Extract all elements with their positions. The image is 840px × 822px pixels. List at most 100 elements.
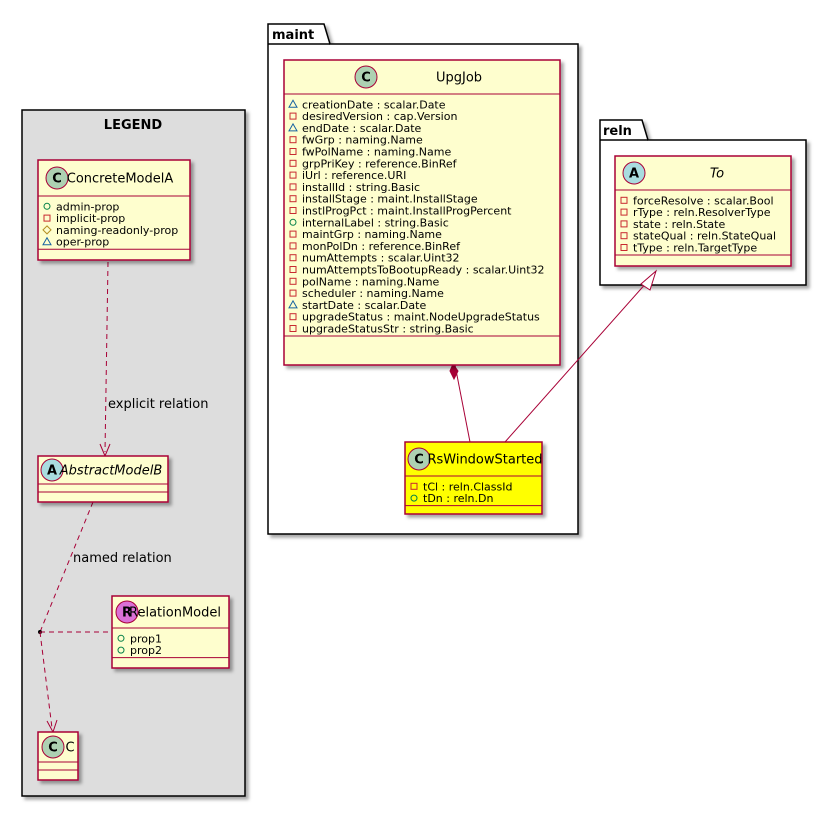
class-upgjob-attr: fwPolName : naming.Name: [302, 146, 451, 159]
inheritance-line: [504, 280, 649, 443]
class-upgjob-attr-visibility-icon: [288, 99, 298, 108]
class-upgjob-attr: desiredVersion : cap.Version: [302, 110, 457, 123]
class-upgjob: C UpgJob creationDate : scalar.Datedesired…: [283, 59, 561, 366]
class-c-stereotype-icon: [41, 735, 65, 759]
class-upgjob-attr-visibility-icon: [289, 148, 297, 155]
class-rs-window-started-name: RsWindowStarted: [427, 453, 542, 468]
class-abstract-model-b-stereotype-icon: [40, 458, 64, 482]
class-concrete-model-a-attr-visibility-icon: [43, 202, 51, 210]
class-rs-window-started-attr-visibility-icon: [410, 494, 418, 502]
relation-to-c-line: [39, 631, 53, 729]
class-to-attr-visibility-icon: [620, 232, 628, 240]
class-upgjob-attr: startDate : scalar.Date: [302, 299, 426, 312]
class-rs-window-started-stereotype-icon: [407, 447, 431, 471]
class-concrete-model-a-name: ConcreteModelA: [67, 172, 174, 187]
class-upgjob-attr: instlProgPct : maint.InstallProgPercent: [302, 205, 512, 218]
class-upgjob-name: UpgJob: [436, 71, 482, 86]
class-abstract-model-b-name: AbstractModelB: [59, 464, 163, 479]
class-to-stereotype-letter: A: [629, 167, 639, 182]
class-upgjob-attr-visibility-icon: [289, 266, 297, 273]
class-rs-window-started-attr-visibility-icon: [410, 482, 418, 490]
class-concrete-model-a-attr: naming-readonly-prop: [56, 224, 178, 237]
class-to-attr: state : reln.State: [633, 218, 725, 231]
class-upgjob-attr-visibility-icon: [289, 207, 297, 214]
class-relation-model-name: RelationModel: [129, 606, 221, 621]
class-to-name: To: [710, 167, 724, 182]
class-to-attr: rType : reln.ResolverType: [633, 206, 771, 219]
maint-package-label: maint: [272, 28, 314, 43]
class-upgjob-attr: scheduler : naming.Name: [302, 287, 444, 300]
legend-title: LEGEND: [104, 118, 163, 133]
class-upgjob-attr-visibility-icon: [289, 242, 297, 250]
class-to-attr-visibility-icon: [620, 244, 628, 251]
class-relation-model-attr-visibility-icon: [117, 646, 125, 654]
class-to-attr-visibility-icon: [620, 208, 628, 216]
composition-diamond: [449, 362, 459, 381]
class-relation-model-stereotype-icon: [115, 600, 139, 624]
class-concrete-model-a: C ConcreteModelA admin-propimplicit-propna…: [37, 159, 191, 261]
inheritance-triangle: [640, 269, 658, 291]
class-upgjob-attr: fwGrp : naming.Name: [302, 134, 423, 147]
class-relation-model-attr: prop2: [130, 644, 162, 657]
class-c-stereotype-letter: C: [48, 741, 58, 756]
class-upgjob-attr-visibility-icon: [288, 122, 298, 132]
class-upgjob-attr: installStage : maint.InstallStage: [302, 193, 478, 206]
reln-package-label: reln: [603, 124, 632, 139]
class-relation-model-attr: prop1: [130, 632, 162, 645]
class-concrete-model-a-attr: oper-prop: [56, 236, 109, 249]
class-upgjob-attr-visibility-icon: [289, 195, 297, 203]
class-upgjob-stereotype-icon: [354, 65, 378, 89]
class-upgjob-attr-visibility-icon: [289, 218, 297, 226]
class-upgjob-attr-visibility-icon: [289, 277, 297, 285]
class-rs-window-started-stereotype-letter: C: [414, 453, 424, 468]
relations: explicit relation named relation: [38, 261, 658, 734]
composition-line: [454, 364, 471, 443]
class-upgjob-attr: installId : string.Basic: [302, 181, 420, 194]
class-to-attr-visibility-icon: [620, 220, 628, 228]
class-c-name: C: [65, 741, 74, 756]
class-concrete-model-a-stereotype-icon: [45, 166, 69, 190]
class-upgjob-attr: grpPriKey : reference.BinRef: [302, 157, 458, 170]
class-concrete-model-a-attr-visibility-icon: [42, 236, 52, 246]
class-concrete-model-a-attr-visibility-icon: [42, 225, 52, 235]
class-to-attr: forceResolve : scalar.Bool: [633, 194, 774, 207]
class-upgjob-attr-visibility-icon: [289, 289, 297, 297]
class-upgjob-attr-visibility-icon: [289, 313, 297, 321]
class-upgjob-attr-visibility-icon: [288, 299, 298, 309]
class-upgjob-attr-visibility-icon: [289, 230, 297, 238]
class-upgjob-attr-visibility-icon: [289, 159, 297, 167]
class-upgjob-attr-visibility-icon: [289, 136, 297, 144]
class-upgjob-attr: maintGrp : naming.Name: [302, 228, 442, 241]
class-upgjob-attr-visibility-icon: [289, 183, 297, 191]
class-concrete-model-a-attr: admin-prop: [56, 200, 119, 213]
class-upgjob-attr: upgradeStatusStr : string.Basic: [302, 323, 474, 336]
class-upgjob-attr-visibility-icon: [289, 325, 297, 332]
class-upgjob-attr: endDate : scalar.Date: [302, 122, 422, 135]
class-to-attr-visibility-icon: [620, 196, 628, 204]
class-upgjob-attr: numAttempts : scalar.Uint32: [302, 252, 460, 265]
class-upgjob-attr: internalLabel : string.Basic: [302, 216, 449, 229]
class-upgjob-attr-visibility-icon: [289, 254, 297, 262]
class-upgjob-attr-visibility-icon: [289, 171, 297, 179]
class-upgjob-attr: creationDate : scalar.Date: [302, 98, 446, 111]
class-upgjob-attr: polName : naming.Name: [302, 275, 440, 288]
class-upgjob-attr: iUrl : reference.URI: [302, 169, 406, 182]
explicit-relation-label: explicit relation: [108, 397, 208, 412]
named-relation-label: named relation: [73, 551, 172, 566]
class-abstract-model-b-stereotype-letter: A: [47, 464, 57, 479]
class-to-attr: tType : reln.TargetType: [633, 242, 757, 255]
class-upgjob-attr: numAttemptsToBootupReady : scalar.Uint32: [302, 264, 545, 277]
class-to-attr: stateQual : reln.StateQual: [633, 230, 776, 243]
class-concrete-model-a-attr: implicit-prop: [56, 212, 125, 225]
class-concrete-model-a-stereotype-letter: C: [52, 172, 62, 187]
explicit-relation-line: [104, 261, 109, 453]
class-relation-model-stereotype-letter: R: [122, 606, 132, 621]
class-upgjob-stereotype-letter: C: [361, 71, 371, 86]
class-rs-window-started-attr: tDn : reln.Dn: [423, 492, 493, 505]
